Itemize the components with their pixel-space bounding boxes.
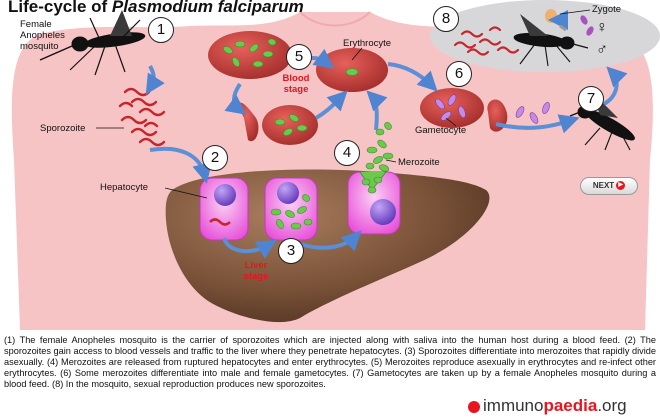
page-title: Life-cycle of Plasmodium falciparum (8, 0, 304, 17)
mosquito-icon-step1 (39, 10, 146, 76)
sporozoite-cluster-icon (118, 87, 166, 147)
erythrocyte-single-merozoite (316, 48, 388, 92)
erythrocyte-label: Erythrocyte (343, 38, 392, 49)
mosquito-label-line2: Anopheles (20, 30, 65, 41)
title-species: Plasmodium falciparum (111, 0, 304, 16)
female-symbol: ♀ (596, 19, 608, 36)
step-2-marker: 2 (202, 145, 228, 171)
male-symbol: ♂ (596, 41, 608, 58)
cycle-arrows (145, 48, 628, 259)
next-button-label: NEXT (592, 181, 615, 190)
step-8-marker: 8 (433, 6, 459, 32)
gametocyte-label: Gametocyte (415, 125, 467, 136)
sporozoite-label: Sporozoite (40, 123, 86, 134)
logo-text-1: immuno (483, 396, 544, 415)
step-3-marker: 3 (278, 238, 304, 264)
zygote-label: Zygote (592, 4, 622, 15)
free-gametocytes-icon (515, 101, 550, 124)
blood-stage-line1: Blood (282, 73, 310, 84)
mosquito-label-line1: Female (20, 19, 52, 30)
zygote-icon (545, 9, 557, 23)
hepatocyte-merozoites (264, 177, 318, 241)
step-5-marker: 5 (286, 44, 312, 70)
step-7-marker: 7 (578, 86, 604, 112)
erythrocyte-gametocytes (420, 88, 484, 128)
blood-stage-line2: stage (283, 84, 309, 95)
logo-text-2: paedia (543, 396, 598, 415)
hepatocyte-label: Hepatocyte (100, 182, 149, 193)
immunopaedia-logo[interactable]: immunopaedia.org (468, 396, 627, 416)
liver-stage-line1: Liver (244, 260, 268, 271)
logo-mark-icon (468, 400, 480, 413)
label-pointer-lines (164, 9, 591, 199)
mosquito-label-line3: mosquito (20, 41, 59, 52)
released-merozoites-icon (365, 122, 394, 172)
step-1-marker: 1 (148, 17, 174, 43)
hepatocyte-ruptured (347, 171, 401, 235)
hepatocyte-sporozoite (199, 177, 249, 241)
mosquito-icon-inset (513, 14, 589, 67)
merozoite-label: Merozoite (398, 157, 440, 168)
play-icon: ▶ (616, 181, 626, 191)
liver-stage-line2: stage (243, 271, 269, 282)
step-4-marker: 4 (334, 140, 360, 166)
gametocytes-in-mosquito-icon (580, 15, 594, 36)
new-sporozoites-icon (453, 26, 520, 56)
title-prefix: Life-cycle of (8, 0, 112, 16)
caption-text: (1) The female Anopheles mosquito is the… (4, 335, 656, 389)
next-button[interactable]: NEXT▶ (580, 177, 638, 195)
erythrocyte-merozoites-left (262, 105, 318, 145)
logo-text-3: .org (597, 396, 627, 415)
liver-stage-label: Liver stage (236, 260, 276, 282)
step-6-marker: 6 (446, 61, 472, 87)
erythrocyte-merozoites-top (208, 31, 292, 79)
blood-stage-label: Blood stage (276, 73, 316, 95)
mosquito-icon-step7 (569, 92, 635, 151)
mosquito-label: Female Anopheles mosquito (20, 19, 65, 52)
